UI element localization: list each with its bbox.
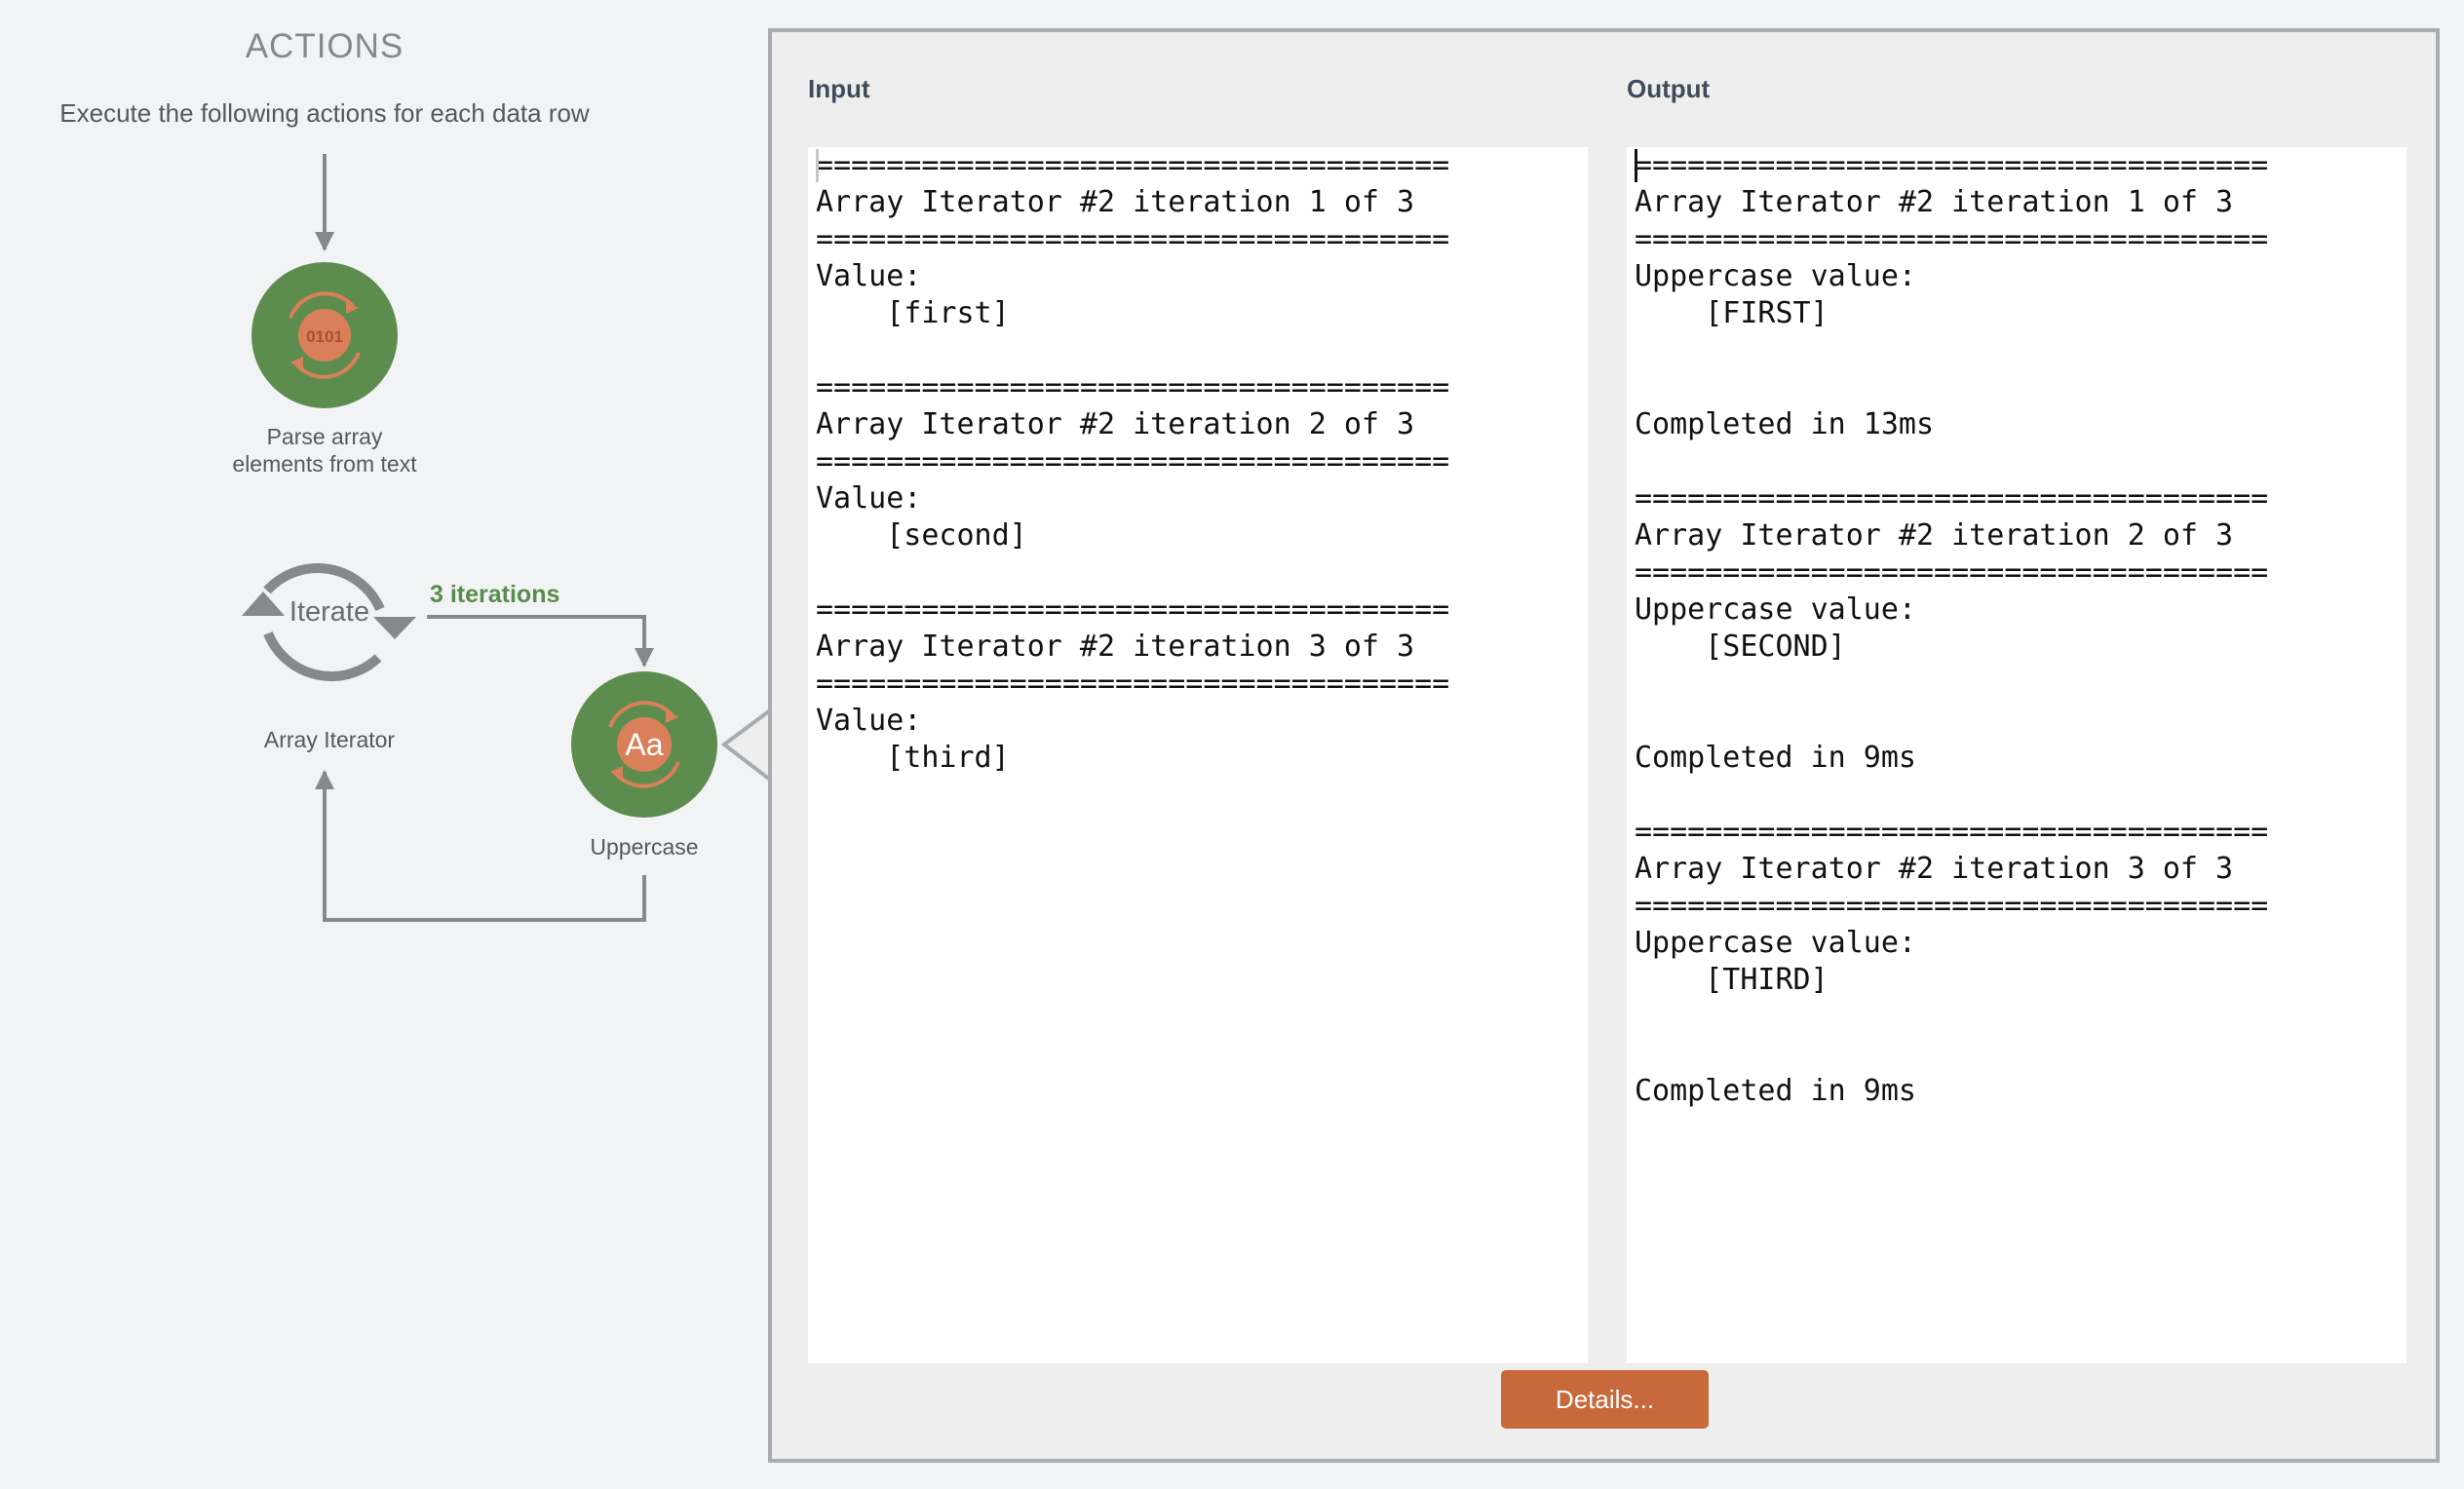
connector-iterator-to-uppercase [427,615,654,668]
actions-subtitle: Execute the following actions for each d… [59,98,590,128]
io-panel: Input Output ===========================… [768,28,2440,1463]
output-label: Output [1627,74,1711,103]
details-button[interactable]: Details... [1501,1370,1709,1429]
output-pane[interactable]: ==================================== Arr… [1627,147,2406,1363]
uppercase-node[interactable]: Aa [571,671,717,818]
workflow-diagram: 0101 Aa [242,154,770,922]
connector-uppercase-to-iterator [315,770,646,922]
input-text[interactable]: ==================================== Arr… [816,148,1450,775]
output-text[interactable]: ==================================== Arr… [1635,148,2269,1108]
iterations-count: 3 iterations [430,581,560,608]
text-caret [1635,149,1637,182]
iterate-label: Iterate [289,596,370,628]
input-label: Input [808,74,870,103]
input-pane[interactable]: ==================================== Arr… [808,147,1588,1363]
parse-node[interactable]: 0101 [251,262,398,408]
panel-pointer [720,708,770,782]
uppercase-node-label: Uppercase [590,834,699,859]
binary-cycle-icon: 0101 [289,291,361,379]
iterator-node-label: Array Iterator [263,727,396,752]
text-case-cycle-icon: Aa [608,701,680,788]
actions-title: ACTIONS [245,27,404,65]
parse-node-icon-text: 0101 [306,327,343,346]
text-caret [816,149,819,182]
uppercase-node-icon-text: Aa [625,727,663,762]
parse-node-label: Parse array elements from text [232,424,417,477]
cycle-arrows-icon[interactable] [242,563,416,682]
